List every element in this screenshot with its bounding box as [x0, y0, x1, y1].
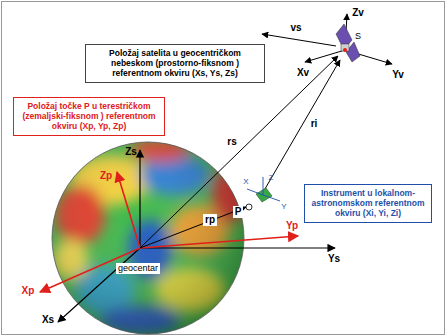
axis-label: Xp	[20, 285, 37, 297]
point-label: P	[233, 206, 244, 218]
point-p	[246, 204, 252, 210]
satellite-symbol	[336, 24, 360, 62]
frame-note: Instrument u lokalnom-astronomskom refer…	[304, 184, 432, 223]
axis-label: Xs	[40, 314, 56, 326]
terrestrial-axes	[40, 172, 298, 292]
axis-label: Y	[279, 202, 288, 212]
vector-label: vs	[288, 22, 303, 34]
axis-label: Zs	[123, 146, 139, 158]
note-text: Položaj točke P u terestričkom (zemaljsk…	[19, 101, 159, 132]
satellite-axes	[305, 14, 392, 64]
note-text: Položaj satelita u geocentričkom nebesko…	[91, 48, 259, 79]
axis-label: Z	[267, 173, 276, 183]
globe-outline	[52, 142, 244, 334]
vector-label: rs	[225, 136, 238, 148]
note-text: Instrument u lokalnom-astronomskom refer…	[310, 188, 426, 219]
axis-label: Xv	[295, 67, 311, 79]
axis-label: Yp	[284, 220, 300, 232]
satellite-label: S	[353, 31, 363, 42]
origin-label: geocentar	[116, 263, 160, 274]
frame-note: Položaj točke P u terestričkom (zemaljsk…	[13, 97, 165, 136]
axis-label: Zv	[350, 7, 366, 19]
axis-label: Zp	[98, 170, 114, 182]
axis-label: Yv	[390, 69, 406, 81]
vector-label: ri	[309, 118, 320, 130]
geocentric-axes	[58, 150, 335, 322]
axis-label: Ys	[326, 253, 342, 265]
axis-label: X	[241, 177, 250, 187]
frame-note: Položaj satelita u geocentričkom nebesko…	[85, 44, 265, 83]
vector-label: rp	[203, 214, 217, 226]
instrument-symbol	[247, 177, 280, 202]
globe	[52, 138, 248, 334]
